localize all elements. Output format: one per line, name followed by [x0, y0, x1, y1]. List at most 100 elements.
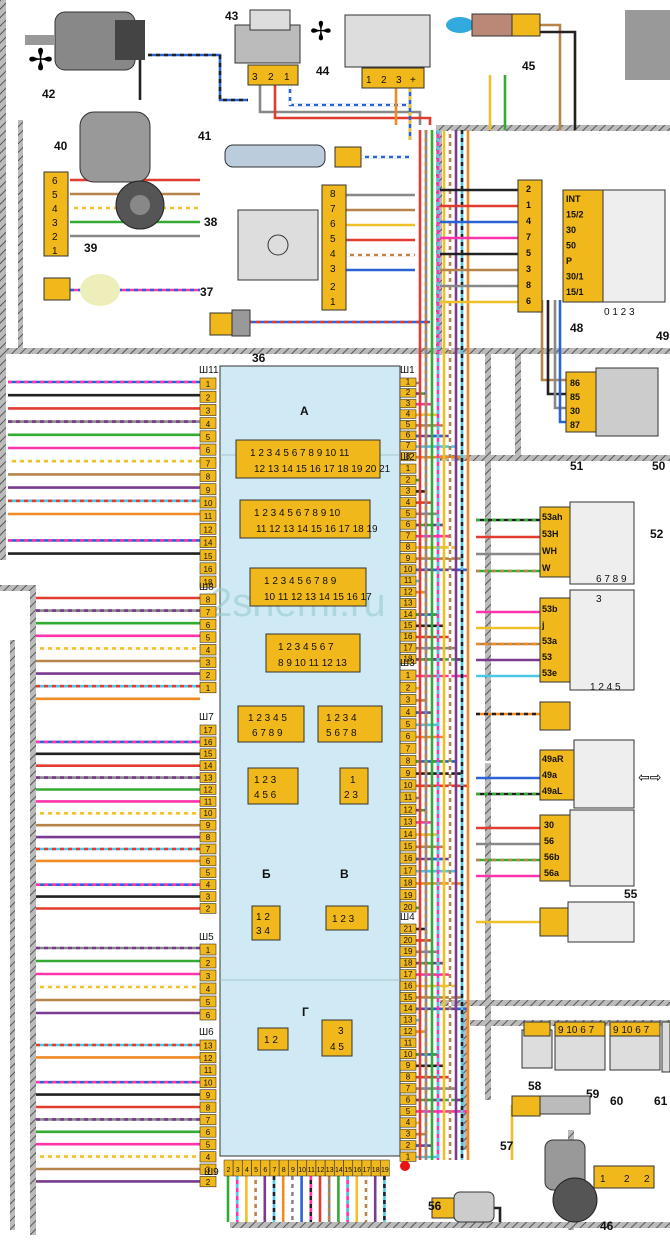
svg-text:Ш5: Ш5	[199, 932, 214, 943]
sh6-pin-label: 10	[204, 1079, 213, 1088]
sh4-pin-label: 1	[406, 1152, 411, 1161]
sh2-pin	[399, 508, 417, 519]
sh2-pin	[399, 497, 417, 508]
sh11-pin	[199, 522, 217, 535]
sh2-pin	[399, 575, 417, 586]
plug-a3: 1 2 3 4 5 6 7 8 9 10 11 12 13 14 15 16 1…	[249, 567, 372, 607]
sh3-pin-label: 12	[404, 805, 413, 814]
sh3-pin-label: 20	[404, 903, 413, 912]
svg-text:1: 1	[366, 75, 372, 86]
wire-group	[8, 23, 577, 1222]
sh7-pin	[199, 879, 217, 890]
sh4-pin	[399, 1049, 417, 1060]
svg-text:Ш4: Ш4	[400, 912, 415, 923]
sh6-pin-label: 13	[204, 1041, 213, 1050]
bottom-pin-label: 8	[282, 1167, 286, 1174]
sh11-pin-label: 10	[204, 499, 213, 508]
svg-text:1 2: 1 2	[264, 1035, 278, 1046]
sh3-pin	[399, 852, 417, 864]
svg-text:9 10 6 7: 9 10 6 7	[558, 1025, 595, 1036]
sh6-pin-label: 7	[206, 1116, 211, 1125]
sh6-pin-label: 8	[206, 1103, 211, 1112]
sh11-pin	[199, 404, 217, 416]
svg-text:2: 2	[330, 282, 336, 293]
svg-text:Ш3: Ш3	[400, 658, 415, 669]
sh3-pin	[399, 791, 417, 803]
sh3-pin	[399, 803, 417, 815]
w52a-pin-label: 53H	[542, 529, 559, 539]
sh7-pin-label: 14	[204, 762, 213, 771]
svg-text:3 4: 3 4	[256, 926, 270, 937]
svg-text:1 2 3 4 5: 1 2 3 4 5	[248, 713, 287, 724]
svg-text:+: +	[410, 75, 416, 86]
svg-text:1 2: 1 2	[256, 912, 270, 923]
sh7-pin-label: 5	[206, 869, 211, 878]
svg-text:42: 42	[42, 87, 56, 101]
sh6-pin	[199, 1089, 217, 1101]
sh4-pin-label: 12	[404, 1027, 413, 1036]
sh6-pin	[199, 1176, 217, 1188]
svg-text:8 9 10 11 12 13: 8 9 10 11 12 13	[278, 658, 347, 669]
sh7-pin	[199, 748, 217, 759]
sh2-pin-label: 3	[406, 487, 411, 496]
sw48-left-pin-label: 1	[526, 200, 531, 210]
sw48-right-pin-label: 30	[566, 225, 576, 235]
svg-text:1 2 3 4 5 6 7: 1 2 3 4 5 6 7	[278, 642, 334, 653]
sh3-pin-label: 2	[406, 683, 411, 692]
sh6-pin-label: 6	[206, 1128, 211, 1137]
sh7-pin	[199, 891, 217, 902]
sh11-pin	[199, 377, 217, 390]
sh2-pin-label: 4	[406, 498, 411, 507]
sh8-pin-label: 2	[206, 671, 211, 680]
sh7-pin	[199, 772, 217, 783]
sh2-pin	[399, 620, 417, 631]
sh1-pin-label: 3	[406, 399, 411, 408]
sh11-pin	[199, 456, 217, 469]
sh6-pin	[199, 1138, 217, 1150]
section-a-label: А	[300, 404, 309, 418]
svg-text:0 1 2 3: 0 1 2 3	[604, 307, 635, 318]
sh4-pin-label: 18	[404, 959, 413, 968]
sh7-pin	[199, 867, 217, 878]
sh1-pin	[399, 388, 417, 398]
w52a-pin-label: WH	[542, 546, 557, 556]
sh4-pin-label: 8	[406, 1073, 411, 1082]
bottom-pin-label: 19	[381, 1167, 389, 1174]
svg-text:5: 5	[330, 234, 336, 245]
svg-text:44: 44	[316, 64, 330, 78]
plug-a5: 1 2 3 4 5 6 7 8 9	[237, 705, 305, 743]
sh4-pin	[399, 1003, 417, 1014]
sh8-pin-label: 1	[206, 684, 211, 693]
block-headers: Ш11 Ш8 Ш7 Ш5 Ш6 Ш9 Ш1 Ш2 Ш3 Ш4	[199, 365, 415, 1178]
svg-text:58: 58	[528, 1079, 542, 1093]
pin-columns: 1234567891011121415161887654321171615141…	[199, 377, 417, 1188]
sh7-pin	[199, 736, 217, 748]
sh1-pin	[399, 377, 417, 387]
sh3-pin	[399, 767, 417, 779]
sh3-pin-label: 14	[404, 830, 413, 839]
component-57: 57	[500, 1095, 591, 1153]
bottom-pin-label: 5	[254, 1167, 258, 1174]
sh4-pin-label: 7	[406, 1084, 411, 1093]
sh7-pin-label: 7	[206, 845, 211, 854]
sh11-pin	[199, 562, 217, 575]
sh4-pin-label: 14	[404, 1004, 413, 1013]
svg-text:37: 37	[200, 285, 214, 299]
sw48-left-pin-label: 2	[526, 184, 531, 194]
svg-text:9 10 6 7: 9 10 6 7	[613, 1025, 650, 1036]
sh4-pin	[399, 1083, 417, 1094]
lights-pin-label: 30	[544, 820, 554, 830]
sh7-pin-label: 4	[206, 881, 211, 890]
sh11-pin	[199, 430, 217, 443]
svg-text:2: 2	[644, 1174, 650, 1185]
sh4-pin-label: 2	[406, 1141, 411, 1150]
sh11-pin	[199, 496, 217, 509]
sh5-pin	[199, 956, 217, 969]
sh7-pin-label: 11	[204, 797, 213, 806]
sh8-pin	[199, 669, 217, 681]
bottom-pin-label: 10	[298, 1167, 306, 1174]
sw48-left-pin-label: 8	[526, 280, 531, 290]
svg-text:Ш7: Ш7	[199, 712, 214, 723]
